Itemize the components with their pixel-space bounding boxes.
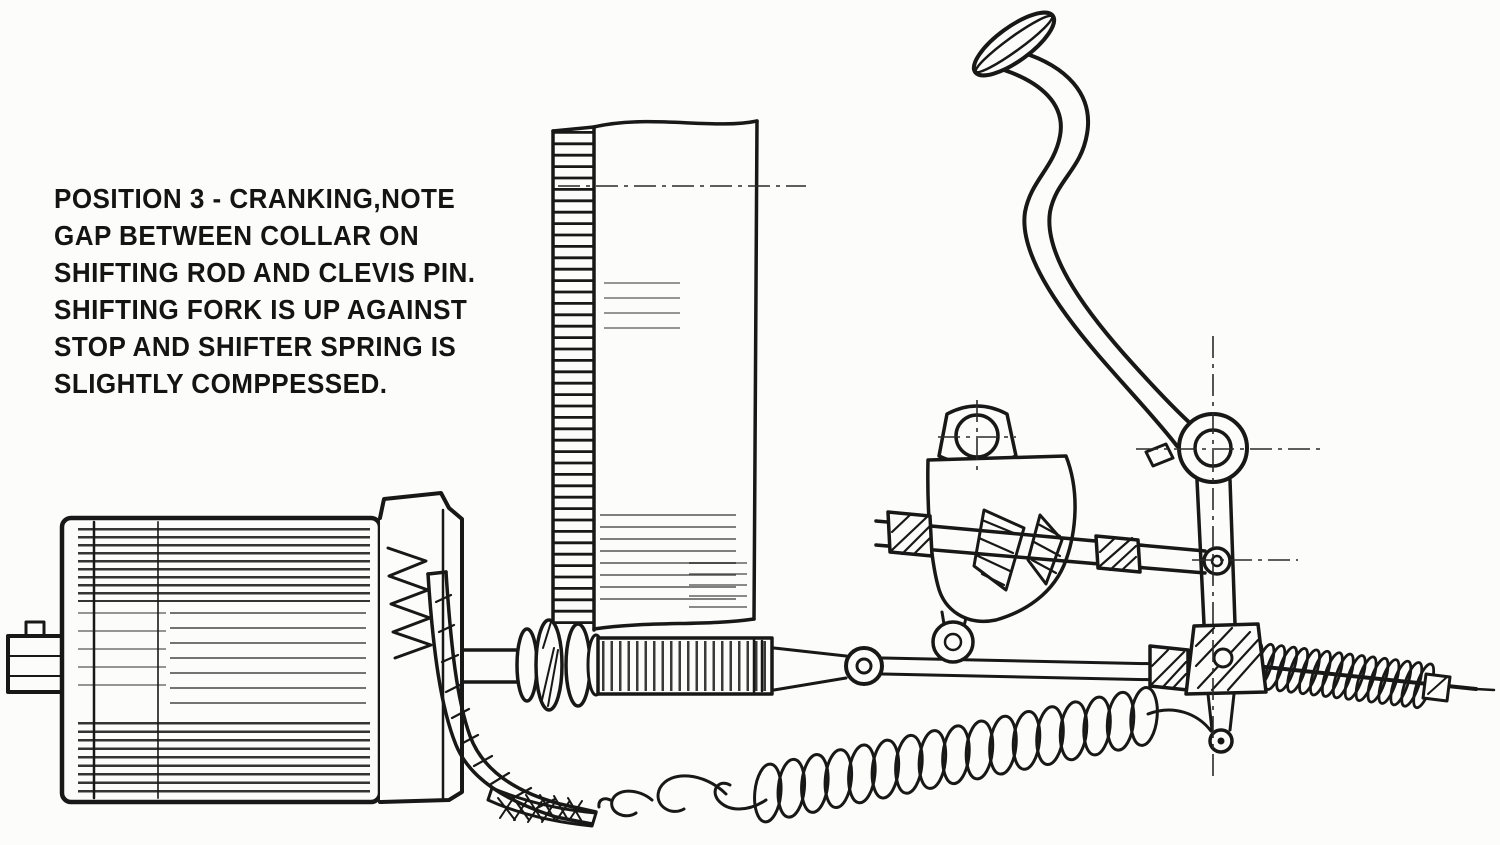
shifting-fork-bracket [926, 404, 1077, 664]
lower-bolt-hole [931, 620, 975, 664]
clevis [1184, 622, 1268, 754]
return-spring [597, 686, 1213, 824]
spring-link [656, 774, 728, 813]
caption-line: POSITION 3 - CRANKING,NOTE [54, 183, 456, 214]
caption-line: SHIFTING ROD AND CLEVIS PIN. [54, 257, 476, 288]
spring-hook-right [1146, 708, 1213, 733]
caption-line: SLIGHTLY COMPPESSED. [54, 368, 388, 399]
shifting-rod [460, 618, 1166, 712]
pedal-stop-tab [1144, 442, 1175, 468]
clevis-pin [1212, 647, 1234, 669]
anchor-hook [597, 789, 654, 818]
starter-motor [6, 491, 464, 805]
center-lines [938, 336, 1320, 780]
cross-shaft [874, 510, 1207, 575]
shaft-collar [1094, 534, 1142, 574]
rod-collar-block [1148, 644, 1190, 692]
clevis-pin-hole [1202, 546, 1232, 576]
drive-zigzag [386, 546, 433, 660]
threaded-sleeve [596, 636, 774, 696]
pedal-pad [971, 10, 1057, 78]
shaft-nut [886, 510, 934, 558]
rod-eye [844, 646, 884, 686]
bracket-foot [486, 786, 598, 828]
rod-collar [515, 618, 606, 712]
drive-housing [378, 491, 464, 804]
flywheel-ring-gear [551, 119, 759, 632]
spring-hook-left [713, 781, 768, 811]
support-bracket [426, 570, 598, 828]
starter-pedal [971, 10, 1202, 468]
fork-hatch [972, 508, 1064, 592]
caption-line: STOP AND SHIFTER SPRING IS [54, 331, 457, 362]
caption-line: GAP BETWEEN COLLAR ON [54, 220, 420, 251]
caption-line: SHIFTING FORK IS UP AGAINST [54, 294, 468, 325]
caption: POSITION 3 - CRANKING,NOTE GAP BETWEEN C… [54, 180, 475, 402]
